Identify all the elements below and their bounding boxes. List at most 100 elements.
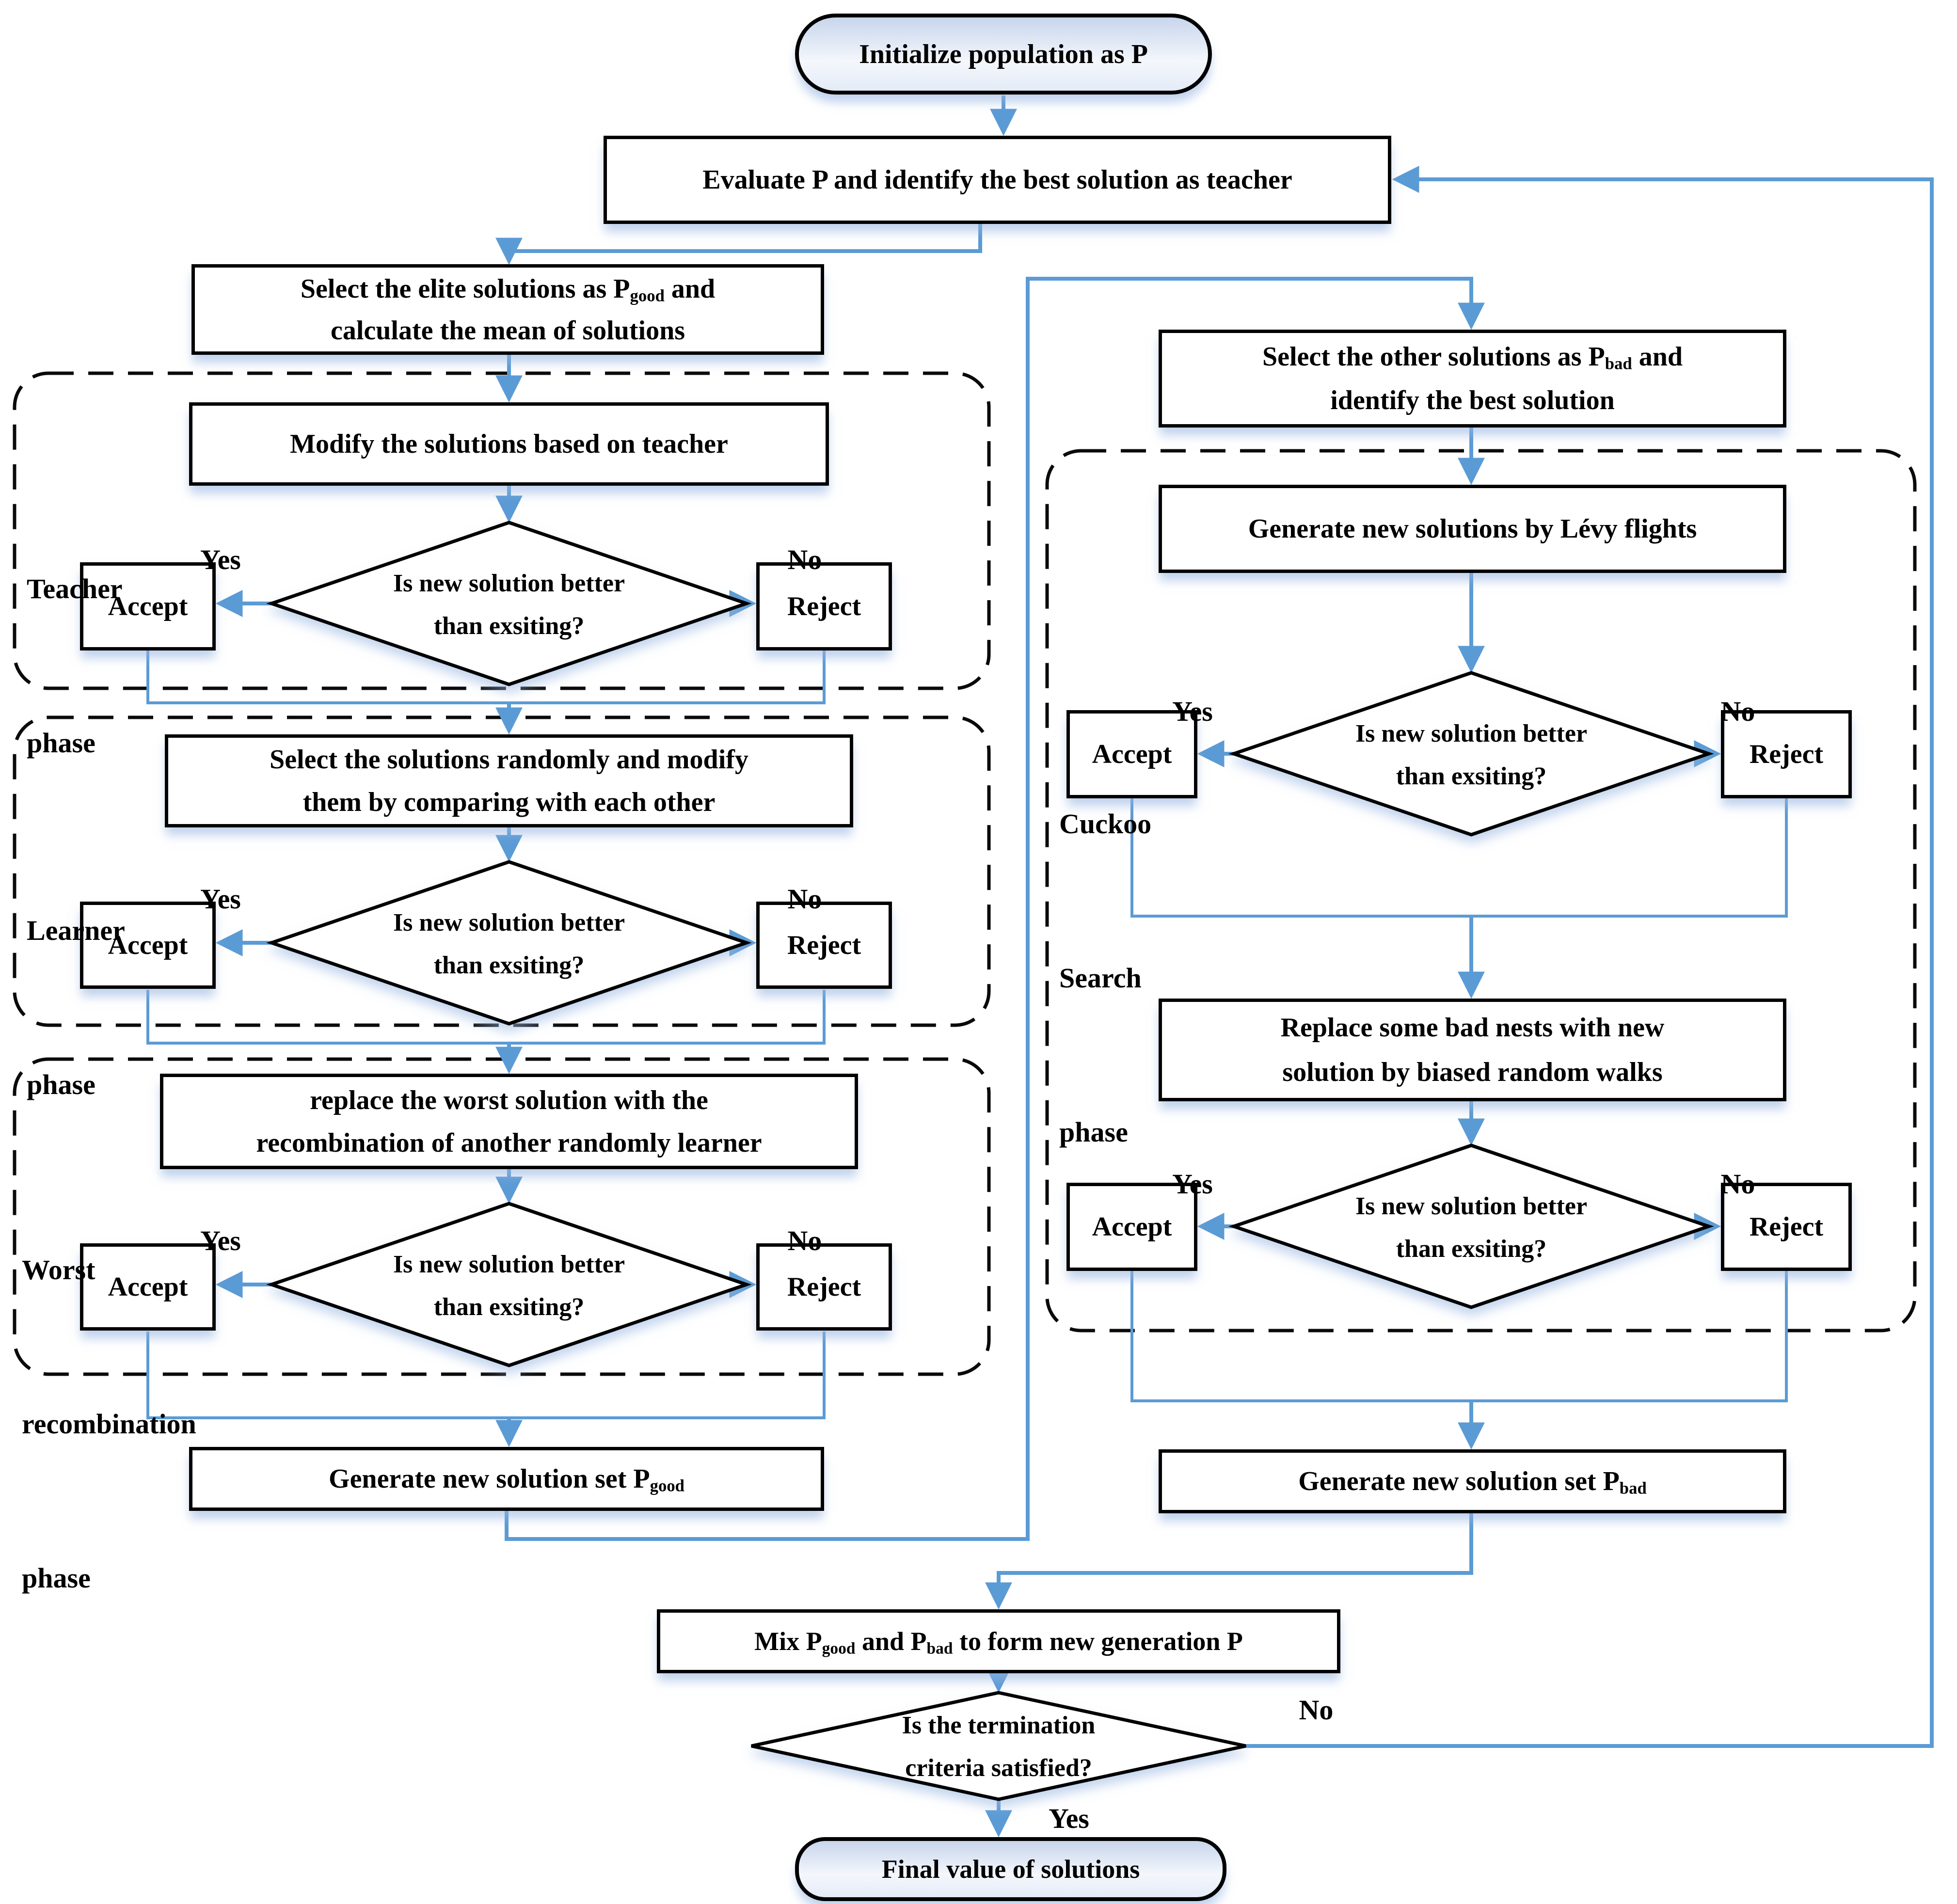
reject-box-learner: Reject — [756, 902, 892, 989]
select-random-line2: them by comparing with each other — [302, 787, 716, 817]
phase-label-cuckoo: Cuckoo Search phase — [1059, 696, 1151, 1261]
node-evaluate: Evaluate P and identify the best solutio… — [604, 136, 1391, 224]
better-line1: Is new solution better — [393, 909, 625, 936]
better-line2: than exsiting? — [433, 952, 585, 979]
no-label-cuckoo1: No — [1720, 696, 1755, 727]
phase-border-teacher — [13, 371, 991, 690]
phase-worst-line1: Worst — [22, 1254, 95, 1285]
merge-line-teacher — [146, 651, 826, 704]
generate-pbad-subscript: bad — [1619, 1478, 1647, 1498]
reject-label: Reject — [787, 1272, 861, 1302]
accept-box-teacher: Accept — [80, 562, 216, 651]
better-line2: than exsiting? — [433, 1293, 585, 1321]
reject-label: Reject — [1749, 1212, 1824, 1242]
phase-teacher-line2: phase — [27, 727, 95, 759]
merge-line-worst — [146, 1332, 826, 1419]
phase-worst-line3: phase — [22, 1562, 91, 1594]
phase-learner-line1: Learner — [27, 915, 125, 946]
arrow-evaluate-to-select-elite — [495, 224, 982, 265]
phase-cuckoo-line2: Search — [1059, 962, 1142, 994]
termination-line2: criteria satisfied? — [905, 1754, 1092, 1782]
node-levy-flights: Generate new solutions by Lévy flights — [1159, 485, 1786, 573]
generate-pbad-text: Generate new solution set Pbad — [1298, 1460, 1647, 1503]
reject-label: Reject — [787, 591, 861, 621]
phase-cuckoo-line3: phase — [1059, 1116, 1128, 1148]
connector-no-loop-to-evaluate — [1246, 166, 1934, 1748]
node-generate-pgood: Generate new solution set Pgood — [189, 1447, 824, 1511]
accept-label: Accept — [1092, 739, 1172, 769]
yes-label-cuckoo1: Yes — [1172, 696, 1213, 727]
accept-label: Accept — [108, 930, 188, 960]
no-label-learner: No — [787, 883, 822, 915]
reject-box-worst: Reject — [756, 1243, 892, 1331]
accept-label: Accept — [1092, 1212, 1172, 1242]
decision-diamond-learner — [266, 860, 752, 1026]
replace-nests-line2: solution by biased random walks — [1282, 1057, 1663, 1087]
merge-line-learner — [146, 990, 826, 1045]
diamond-text-teacher: Is new solution better than exsiting? — [320, 562, 698, 648]
better-line2: than exsiting? — [1396, 1235, 1547, 1263]
mix-mid: and P — [855, 1627, 927, 1656]
generate-pgood-text: Generate new solution set Pgood — [329, 1457, 684, 1501]
mix-pre: Mix P — [754, 1627, 822, 1656]
node-generate-pbad: Generate new solution set Pbad — [1159, 1449, 1786, 1513]
no-label-teacher: No — [787, 544, 822, 575]
reject-label: Reject — [787, 930, 861, 960]
accept-label: Accept — [108, 1272, 188, 1302]
accept-box-worst: Accept — [80, 1243, 216, 1331]
generate-pgood-subscript: good — [650, 1476, 684, 1495]
diamond-text-worst: Is new solution better than exsiting? — [320, 1243, 698, 1329]
select-elite-line1-post: and — [664, 273, 716, 304]
phase-label-teacher: Teacher phase — [27, 460, 123, 872]
final-label: Final value of solutions — [881, 1855, 1140, 1884]
accept-box-learner: Accept — [80, 902, 216, 989]
merge-line-cuckoo-1 — [1130, 798, 1788, 918]
decision-diamond-cuckoo1 — [1228, 671, 1714, 837]
replace-worst-line1: replace the worst solution with the — [310, 1085, 708, 1115]
yes-label-worst: Yes — [200, 1225, 241, 1256]
accept-box-cuckoo2: Accept — [1066, 1183, 1197, 1271]
select-other-line1-pre: Select the other solutions as P — [1262, 342, 1605, 372]
node-modify-solutions: Modify the solutions based on teacher — [189, 402, 829, 486]
mix-text: Mix Pgood and Pbad to form new generatio… — [754, 1619, 1243, 1663]
reject-label: Reject — [1749, 739, 1824, 769]
phase-label-worst: Worst recombination phase — [22, 1142, 196, 1707]
select-elite-line1: Select the elite solutions as Pgood and — [301, 268, 715, 310]
select-elite-line2: calculate the mean of solutions — [330, 315, 685, 346]
termination-line1: Is the termination — [902, 1712, 1096, 1739]
diamond-text-termination: Is the termination criteria satisfied? — [795, 1704, 1202, 1790]
better-line2: than exsiting? — [433, 612, 585, 640]
select-other-line1-post: and — [1632, 342, 1683, 372]
better-line1: Is new solution better — [393, 1251, 625, 1278]
yes-label-teacher: Yes — [200, 544, 241, 575]
phase-cuckoo-line1: Cuckoo — [1059, 808, 1152, 840]
decision-diamond-teacher — [266, 521, 752, 686]
reject-box-teacher: Reject — [756, 562, 892, 651]
generate-pbad-pre: Generate new solution set P — [1298, 1466, 1620, 1496]
select-elite-subscript-good: good — [630, 286, 665, 305]
node-select-other: Select the other solutions as Pbad and i… — [1159, 330, 1786, 428]
initialize-label: Initialize population as P — [859, 39, 1148, 69]
node-select-elite: Select the elite solutions as Pgood and … — [191, 264, 824, 355]
replace-nests-line1: Replace some bad nests with new — [1280, 1013, 1665, 1043]
yes-label-termination: Yes — [1049, 1803, 1089, 1834]
reject-box-cuckoo2: Reject — [1721, 1183, 1852, 1271]
node-replace-nests: Replace some bad nests with new solution… — [1159, 999, 1786, 1101]
levy-label: Generate new solutions by Lévy flights — [1248, 514, 1697, 544]
no-label-worst: No — [787, 1225, 822, 1256]
decision-diamond-termination — [751, 1691, 1246, 1801]
select-other-subscript-bad: bad — [1605, 354, 1632, 373]
better-line1: Is new solution better — [1355, 720, 1588, 747]
accept-label: Accept — [108, 591, 188, 621]
connector-gen-good-to-select-other — [505, 277, 1485, 1541]
reject-box-cuckoo1: Reject — [1721, 710, 1852, 798]
select-other-line1: Select the other solutions as Pbad and — [1262, 335, 1683, 379]
diamond-text-cuckoo1: Is new solution better than exsiting? — [1282, 713, 1660, 798]
node-mix-population: Mix Pgood and Pbad to form new generatio… — [657, 1609, 1340, 1673]
mix-post: to form new generation P — [953, 1627, 1243, 1656]
select-random-line1: Select the solutions randomly and modify — [270, 745, 748, 775]
mix-subscript-good: good — [822, 1639, 856, 1658]
diamond-text-cuckoo2: Is new solution better than exsiting? — [1282, 1185, 1660, 1270]
